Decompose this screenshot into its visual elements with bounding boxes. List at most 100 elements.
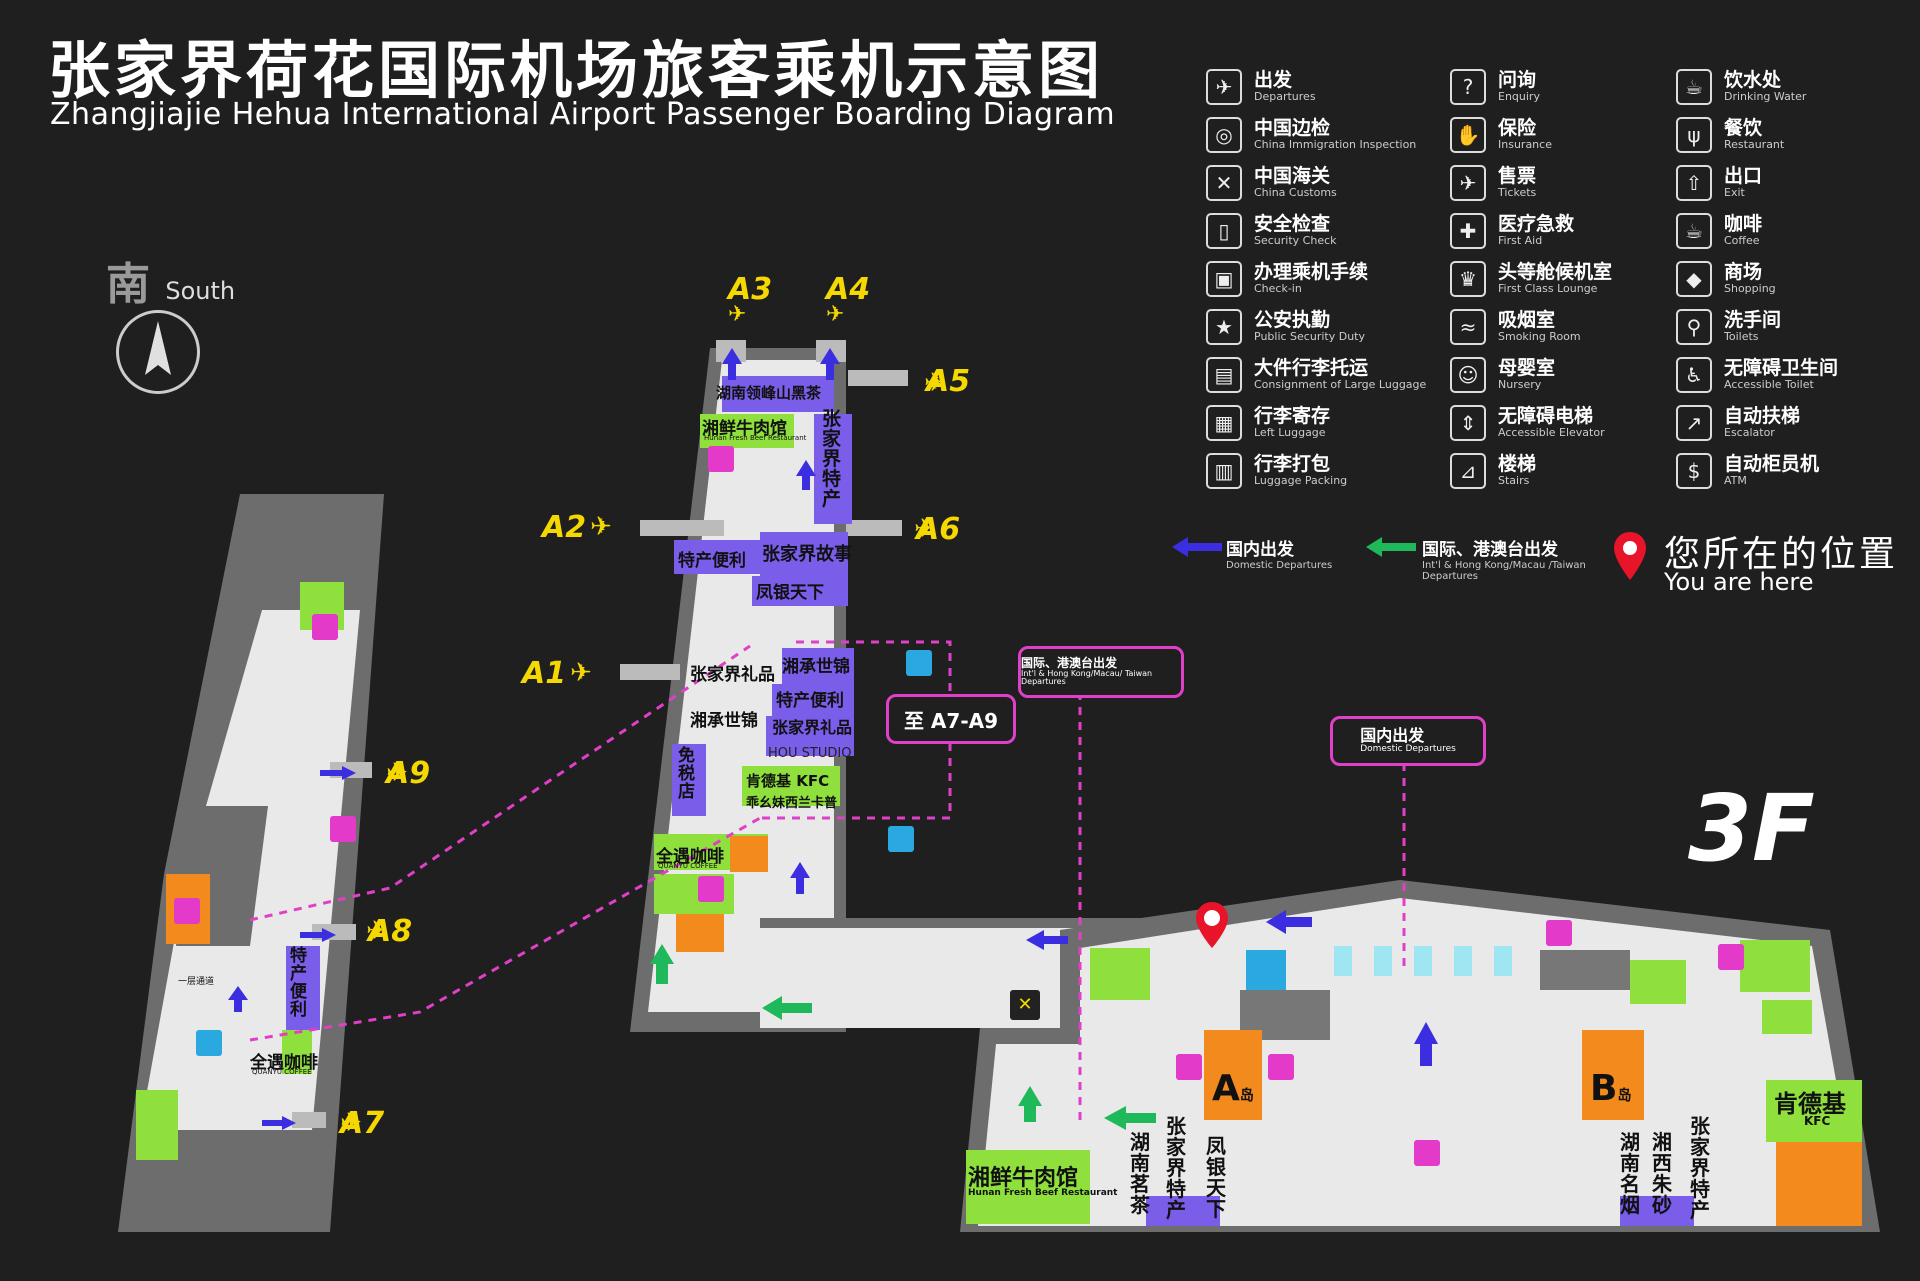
map-title: 张家界荷花国际机场旅客乘机示意图 (48, 34, 1105, 107)
service-marker-icon (174, 898, 200, 924)
shopping-icon: ◆ (1676, 261, 1712, 297)
label-island-a-sub: 岛 (1239, 1088, 1254, 1104)
legend-label-en: Departures (1254, 90, 1316, 104)
shop-specialty-conv2 (772, 684, 854, 720)
label-specialty-west: 特产便利 (290, 946, 307, 1020)
domestic-arrow-icon (1172, 537, 1222, 557)
plane-icon: ✈ (914, 514, 936, 544)
legend-label-en: Luggage Packing (1254, 474, 1348, 488)
callout-international-cn: 国际、港澳台出发 (1021, 656, 1118, 671)
gate-a7: A7 (340, 1106, 385, 1141)
you-are-here-cn: 您所在的位置 (1664, 534, 1899, 575)
legend-label-en: Insurance (1498, 138, 1552, 152)
plane-icon: ✈ (924, 368, 946, 398)
label-hunan-tea-b: 湖南名烟 (1620, 1130, 1640, 1217)
label-hou-studio: HOU STUDIO (768, 746, 852, 761)
shop-kfc-north (742, 766, 840, 806)
legend-label-cn: 出发 (1254, 69, 1293, 92)
legend-label-en: First Class Lounge (1498, 282, 1598, 296)
legend-label-cn: 安全检查 (1254, 213, 1331, 236)
legend-label-cn: 楼梯 (1498, 453, 1537, 476)
security-check-icon: ▯ (1206, 213, 1242, 249)
coffee-icon: ☕ (1676, 213, 1712, 249)
gate-a5: A5 (926, 364, 971, 399)
check-in-icon: ▣ (1206, 261, 1242, 297)
gate-a6: A6 (916, 512, 961, 547)
legend-label-en: Nursery (1498, 378, 1542, 392)
label-xiangcheng-2: 湘承世锦 (690, 711, 758, 731)
label-hunan-tea: 湖南领峰山黑茶 (716, 384, 822, 402)
legend-international-cn: 国际、港澳台出发 (1422, 540, 1558, 560)
legend-label-cn: 自动柜员机 (1724, 453, 1820, 476)
plane-icon: ✈ (590, 512, 612, 542)
label-xiangxi-b: 湘西朱砂 (1652, 1130, 1672, 1217)
legend-label-en: Shopping (1724, 282, 1776, 296)
label-zjj-spec-b: 张家界特产 (1690, 1114, 1710, 1222)
tickets-icon: ✈ (1450, 165, 1486, 201)
label-beef-north: 湘鲜牛肉馆 (702, 419, 787, 439)
exit-icon: ⇧ (1676, 165, 1712, 201)
floor-label: 3F (1688, 775, 1815, 882)
callout-international: 国际、港澳台出发 Int'l & Hong Kong/Macau/ Taiwan… (1018, 646, 1184, 698)
restaurant-icon: ψ (1676, 117, 1712, 153)
drinking-water-icon: ☕ (1676, 69, 1712, 105)
compass-en: South (165, 277, 236, 305)
label-beef-south: 湘鲜牛肉馆 (968, 1166, 1079, 1191)
compass-label: 南 South (106, 248, 235, 312)
label-floor1: 一层通道 (178, 977, 215, 987)
legend-label-cn: 洗手间 (1724, 309, 1782, 332)
toilets-icon: ⚲ (1676, 309, 1712, 345)
label-duty-free: 免税店 (678, 746, 695, 802)
label-island-a: A岛 (1212, 1068, 1254, 1109)
label-beef-south-en: Hunan Fresh Beef Restaurant (968, 1188, 1118, 1198)
shop-fengyin (752, 576, 848, 606)
callout-domestic-cn: 国内出发 (1360, 725, 1425, 745)
island-b (1582, 1030, 1644, 1120)
label-island-b-letter: B (1590, 1068, 1618, 1109)
label-fengyin: 凤银天下 (756, 583, 824, 603)
enquiry-marker-icon (1414, 1140, 1440, 1166)
label-specialty-conv: 特产便利 (678, 551, 746, 571)
gate-a4: A4 (826, 272, 871, 307)
label-zjj-gift2: 张家界礼品 (772, 718, 853, 737)
legend-label-en: Restaurant (1724, 138, 1785, 152)
escalator-icon: ↗ (1676, 405, 1712, 441)
legend-label-en: Drinking Water (1724, 90, 1807, 104)
legend-label-cn: 办理乘机手续 (1254, 261, 1369, 284)
label-zjj-gift: 张家界礼品 (690, 665, 775, 685)
service-marker-icon (708, 446, 734, 472)
label-quanyu-north-en: QUANYU COFFEE (658, 862, 718, 870)
label-quanyu-west: 全遇咖啡 (250, 1053, 318, 1073)
shop-beef-south (966, 1150, 1090, 1224)
legend-international-en: Int'l & Hong Kong/Macau /Taiwan Departur… (1422, 560, 1586, 582)
police-icon: ★ (1206, 309, 1242, 345)
label-zjj-story: 张家界故事 (762, 544, 852, 565)
label-kfc-north: 肯德基 KFC (746, 772, 830, 790)
legend-label-en: Smoking Room (1498, 330, 1581, 344)
